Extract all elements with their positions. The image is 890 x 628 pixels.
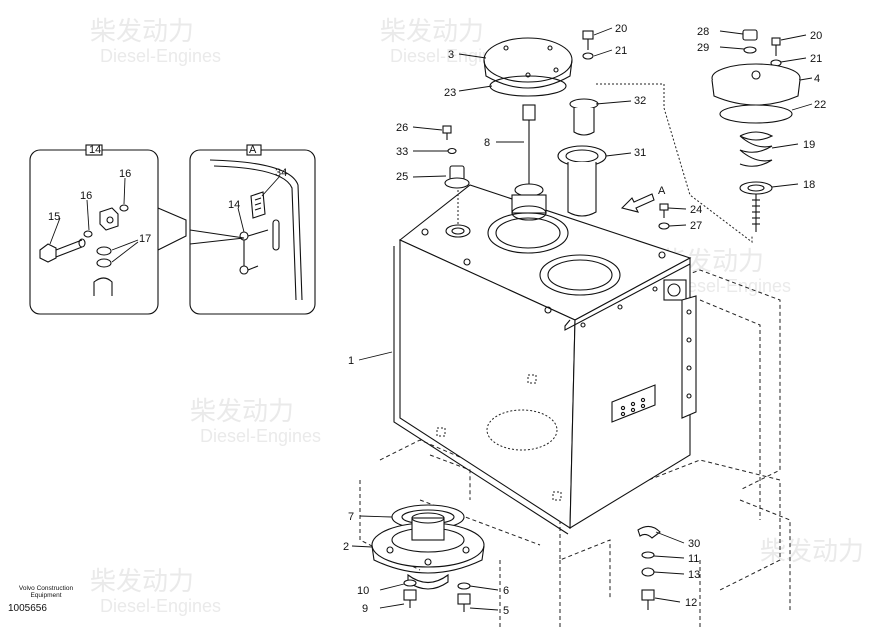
callout-16b: 16 <box>119 168 131 180</box>
callout-19: 19 <box>803 139 815 151</box>
callout-21a: 21 <box>615 45 627 57</box>
callout-33: 33 <box>396 146 408 158</box>
cover-bolt <box>582 30 594 60</box>
leader-lines <box>49 27 813 611</box>
watermark-en: Diesel-Engines <box>390 46 511 66</box>
callout-20a: 20 <box>615 23 627 35</box>
view-arrow <box>620 193 655 213</box>
brand-line-1: Volvo Construction <box>18 585 74 592</box>
level-sensor-parts <box>442 125 470 189</box>
callout-label: 14 <box>89 144 101 156</box>
view-arrow-label: A <box>658 185 666 197</box>
callout-22: 22 <box>814 99 826 111</box>
watermark-cn: 柴发动力 <box>760 536 864 566</box>
drawing-number: 1005656 <box>8 603 47 614</box>
callout-29: 29 <box>697 42 709 54</box>
routing-line <box>596 83 753 244</box>
detail-connector <box>157 207 187 251</box>
callout-28: 28 <box>697 26 709 38</box>
callout-26: 26 <box>396 122 408 134</box>
suction-strainer <box>557 145 607 217</box>
callout-5: 5 <box>503 605 509 617</box>
callout-9: 9 <box>362 603 368 615</box>
bottom-flange-assembly <box>371 504 485 612</box>
callout-3: 3 <box>448 49 454 61</box>
tank-cover <box>483 37 573 97</box>
callout-1: 1 <box>348 355 354 367</box>
detail-view-label: A <box>249 144 257 156</box>
view-pointer <box>189 229 245 245</box>
brand-caption: Volvo Construction Equipment <box>6 585 86 599</box>
drain-parts <box>637 525 661 610</box>
callout-numbers: 1 2 3 4 5 6 7 8 9 10 11 12 13 14 15 16 1… <box>48 23 826 617</box>
callout-2: 2 <box>343 541 349 553</box>
callout-12: 12 <box>685 597 697 609</box>
callout-6: 6 <box>503 585 509 597</box>
callout-23: 23 <box>444 87 456 99</box>
callout-24: 24 <box>690 204 702 216</box>
tank-top-bolt <box>658 203 670 230</box>
watermark-en: Diesel-Engines <box>100 46 221 66</box>
callout-15: 15 <box>48 211 60 223</box>
watermark-cn: 柴发动力 <box>90 16 194 46</box>
callout-34: 34 <box>275 167 287 179</box>
callout-11: 11 <box>688 553 699 565</box>
watermark-en: Diesel-Engines <box>100 596 221 616</box>
watermark-en: Diesel-Engines <box>670 276 791 296</box>
callout-8: 8 <box>484 137 490 149</box>
watermark-cn: 柴发动力 <box>380 16 484 46</box>
callout-32: 32 <box>634 95 646 107</box>
callout-13: 13 <box>688 569 700 581</box>
callout-30: 30 <box>688 538 700 550</box>
detail-box-view-a: A <box>189 144 316 315</box>
breather-assembly <box>711 29 801 232</box>
callout-7: 7 <box>348 511 354 523</box>
watermark-cn: 柴发动力 <box>90 566 194 596</box>
callout-16a: 16 <box>80 190 92 202</box>
callout-31: 31 <box>634 147 646 159</box>
callout-17: 17 <box>139 233 151 245</box>
hydraulic-tank <box>393 184 697 535</box>
return-filter-assembly <box>511 104 547 221</box>
callout-18: 18 <box>803 179 815 191</box>
watermark-en: Diesel-Engines <box>200 426 321 446</box>
callout-20b: 20 <box>810 30 822 42</box>
collar <box>569 98 599 136</box>
callout-14: 14 <box>228 199 240 211</box>
callout-21b: 21 <box>810 53 822 65</box>
callout-10: 10 <box>357 585 369 597</box>
watermark-cn: 柴发动力 <box>190 396 294 426</box>
callout-25: 25 <box>396 171 408 183</box>
callout-27: 27 <box>690 220 702 232</box>
brand-line-2: Equipment <box>30 592 62 599</box>
callout-4: 4 <box>814 73 820 85</box>
detail-box-parts-14: 14 <box>29 144 159 315</box>
